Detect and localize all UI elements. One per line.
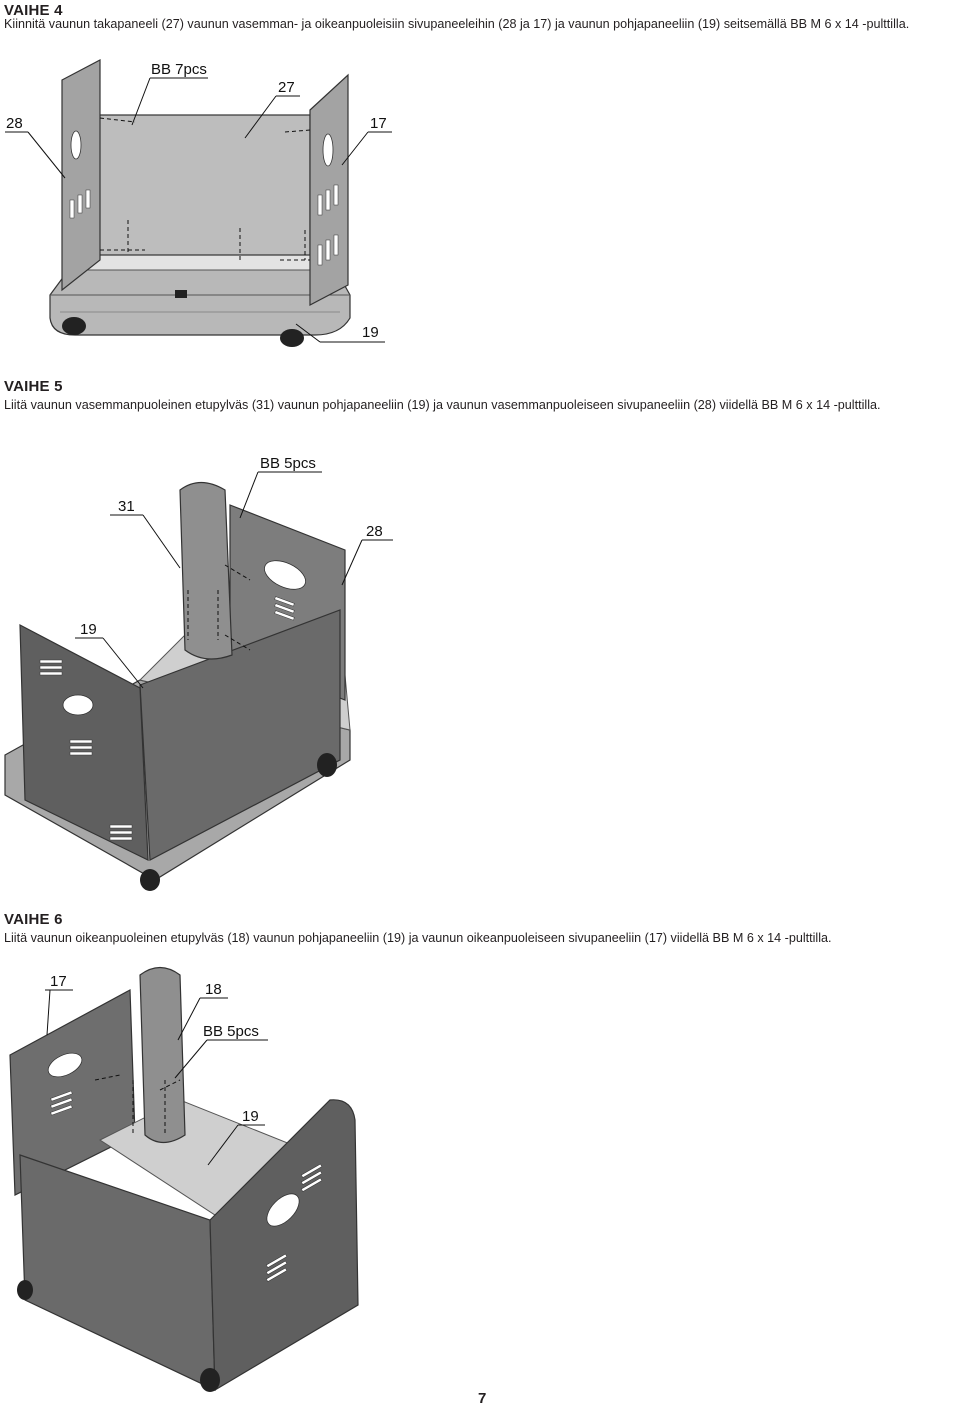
callout-left-panel: 28	[6, 115, 23, 132]
caster-wheel	[17, 1280, 33, 1300]
callout-base-panel: 19	[80, 621, 97, 638]
callout-base-panel: 19	[362, 324, 379, 341]
callout-back-panel: 27	[278, 79, 295, 96]
base-panel	[49, 267, 351, 336]
step-5-title: VAIHE 5	[4, 378, 63, 395]
caster-wheel	[200, 1368, 220, 1392]
caster-wheel	[317, 753, 337, 777]
callout-front-post: 31	[118, 498, 135, 515]
step-6-illustration: 17 18 BB 5pcs 19	[9, 966, 359, 1392]
callout-bolts: BB 5pcs	[203, 1023, 259, 1040]
callout-bolts: BB 7pcs	[151, 61, 207, 78]
callout-bolts: BB 5pcs	[260, 455, 316, 472]
callout-right-panel: 17	[370, 115, 387, 132]
callout-front-post: 18	[205, 981, 222, 998]
step-4-title: VAIHE 4	[4, 2, 63, 19]
front-panel	[139, 609, 341, 861]
step-4-illustration: BB 7pcs 27 28 17 19	[5, 59, 392, 347]
caster-wheel	[140, 869, 160, 891]
callout-side-panel: 17	[50, 973, 67, 990]
step-6-title: VAIHE 6	[4, 911, 63, 928]
front-post	[179, 481, 233, 660]
front-post	[139, 966, 186, 1144]
base-slot	[175, 290, 187, 298]
left-side-panel	[61, 59, 101, 292]
step-6-instructions: Liitä vaunun oikeanpuoleinen etupylväs (…	[4, 931, 832, 945]
page-number: 7	[478, 1390, 487, 1407]
step-5-instructions: Liitä vaunun vasemmanpuoleinen etupylväs…	[4, 398, 881, 412]
back-panel	[94, 114, 311, 256]
caster-wheel	[280, 329, 304, 347]
step-5-illustration: BB 5pcs 31 28 19	[4, 455, 393, 891]
step-4-instructions: Kiinnitä vaunun takapaneeli (27) vaunun …	[4, 17, 910, 31]
callout-base-panel: 19	[242, 1108, 259, 1125]
callout-side-panel: 28	[366, 523, 383, 540]
caster-wheel	[62, 317, 86, 335]
